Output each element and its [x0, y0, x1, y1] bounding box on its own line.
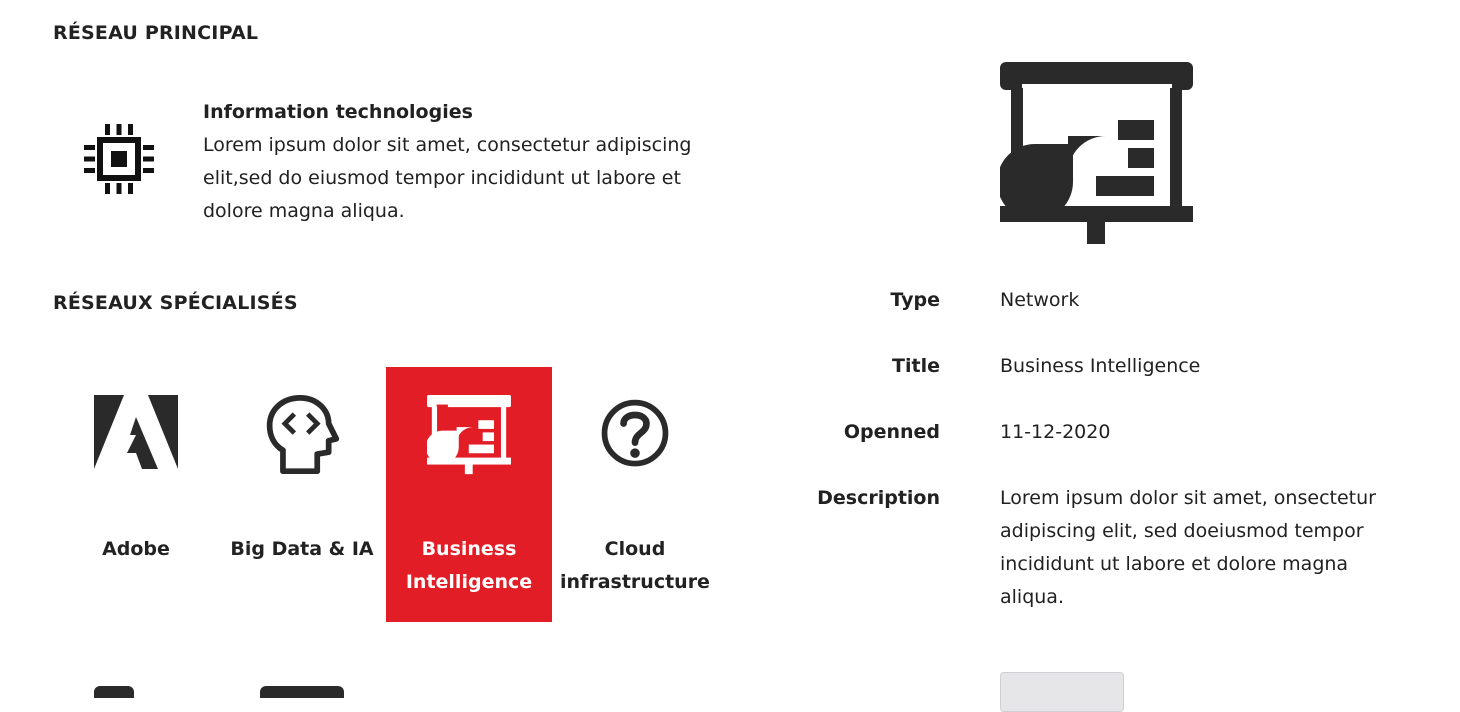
network-tile-business-intelligence[interactable]: Business Intelligence — [386, 367, 552, 622]
network-tile-label: Business Intelligence — [405, 538, 533, 593]
detail-label: Openned — [843, 421, 940, 443]
detail-label: Description — [817, 487, 940, 509]
network-tile-partial-icon — [94, 686, 134, 698]
network-tile-partial-icon — [260, 686, 344, 698]
network-tile-label: Big Data & IA — [230, 538, 374, 560]
question-icon — [601, 399, 669, 467]
detail-value: Lorem ipsum dolor sit amet, onsectetur a… — [1000, 487, 1376, 608]
network-tile-label: Cloud infrastructure — [560, 538, 710, 593]
detail-value: Network — [1000, 289, 1080, 311]
presentation-chart-icon — [1000, 62, 1193, 244]
network-tile-big-data[interactable]: Big Data & IA — [219, 367, 385, 622]
adobe-icon — [94, 395, 178, 469]
chip-icon — [84, 124, 154, 194]
main-network-name: Information technologies — [203, 101, 473, 123]
detail-value: Business Intelligence — [1000, 355, 1201, 377]
head-code-icon — [266, 395, 340, 475]
detail-value: 11-12-2020 — [1000, 421, 1111, 443]
network-tile-label: Adobe — [102, 538, 170, 560]
action-button[interactable] — [1000, 672, 1124, 712]
specialized-networks-heading: RÉSEAUX SPÉCIALISÉS — [53, 292, 298, 314]
presentation-chart-icon — [427, 395, 511, 475]
network-tile-adobe[interactable]: Adobe — [53, 367, 219, 622]
main-network-heading: RÉSEAU PRINCIPAL — [53, 22, 259, 44]
main-network-description: Lorem ipsum dolor sit amet, consectetur … — [203, 134, 692, 222]
network-tile-cloud-infrastructure[interactable]: Cloud infrastructure — [552, 367, 718, 622]
detail-label: Type — [890, 289, 940, 311]
detail-label: Title — [892, 355, 940, 377]
